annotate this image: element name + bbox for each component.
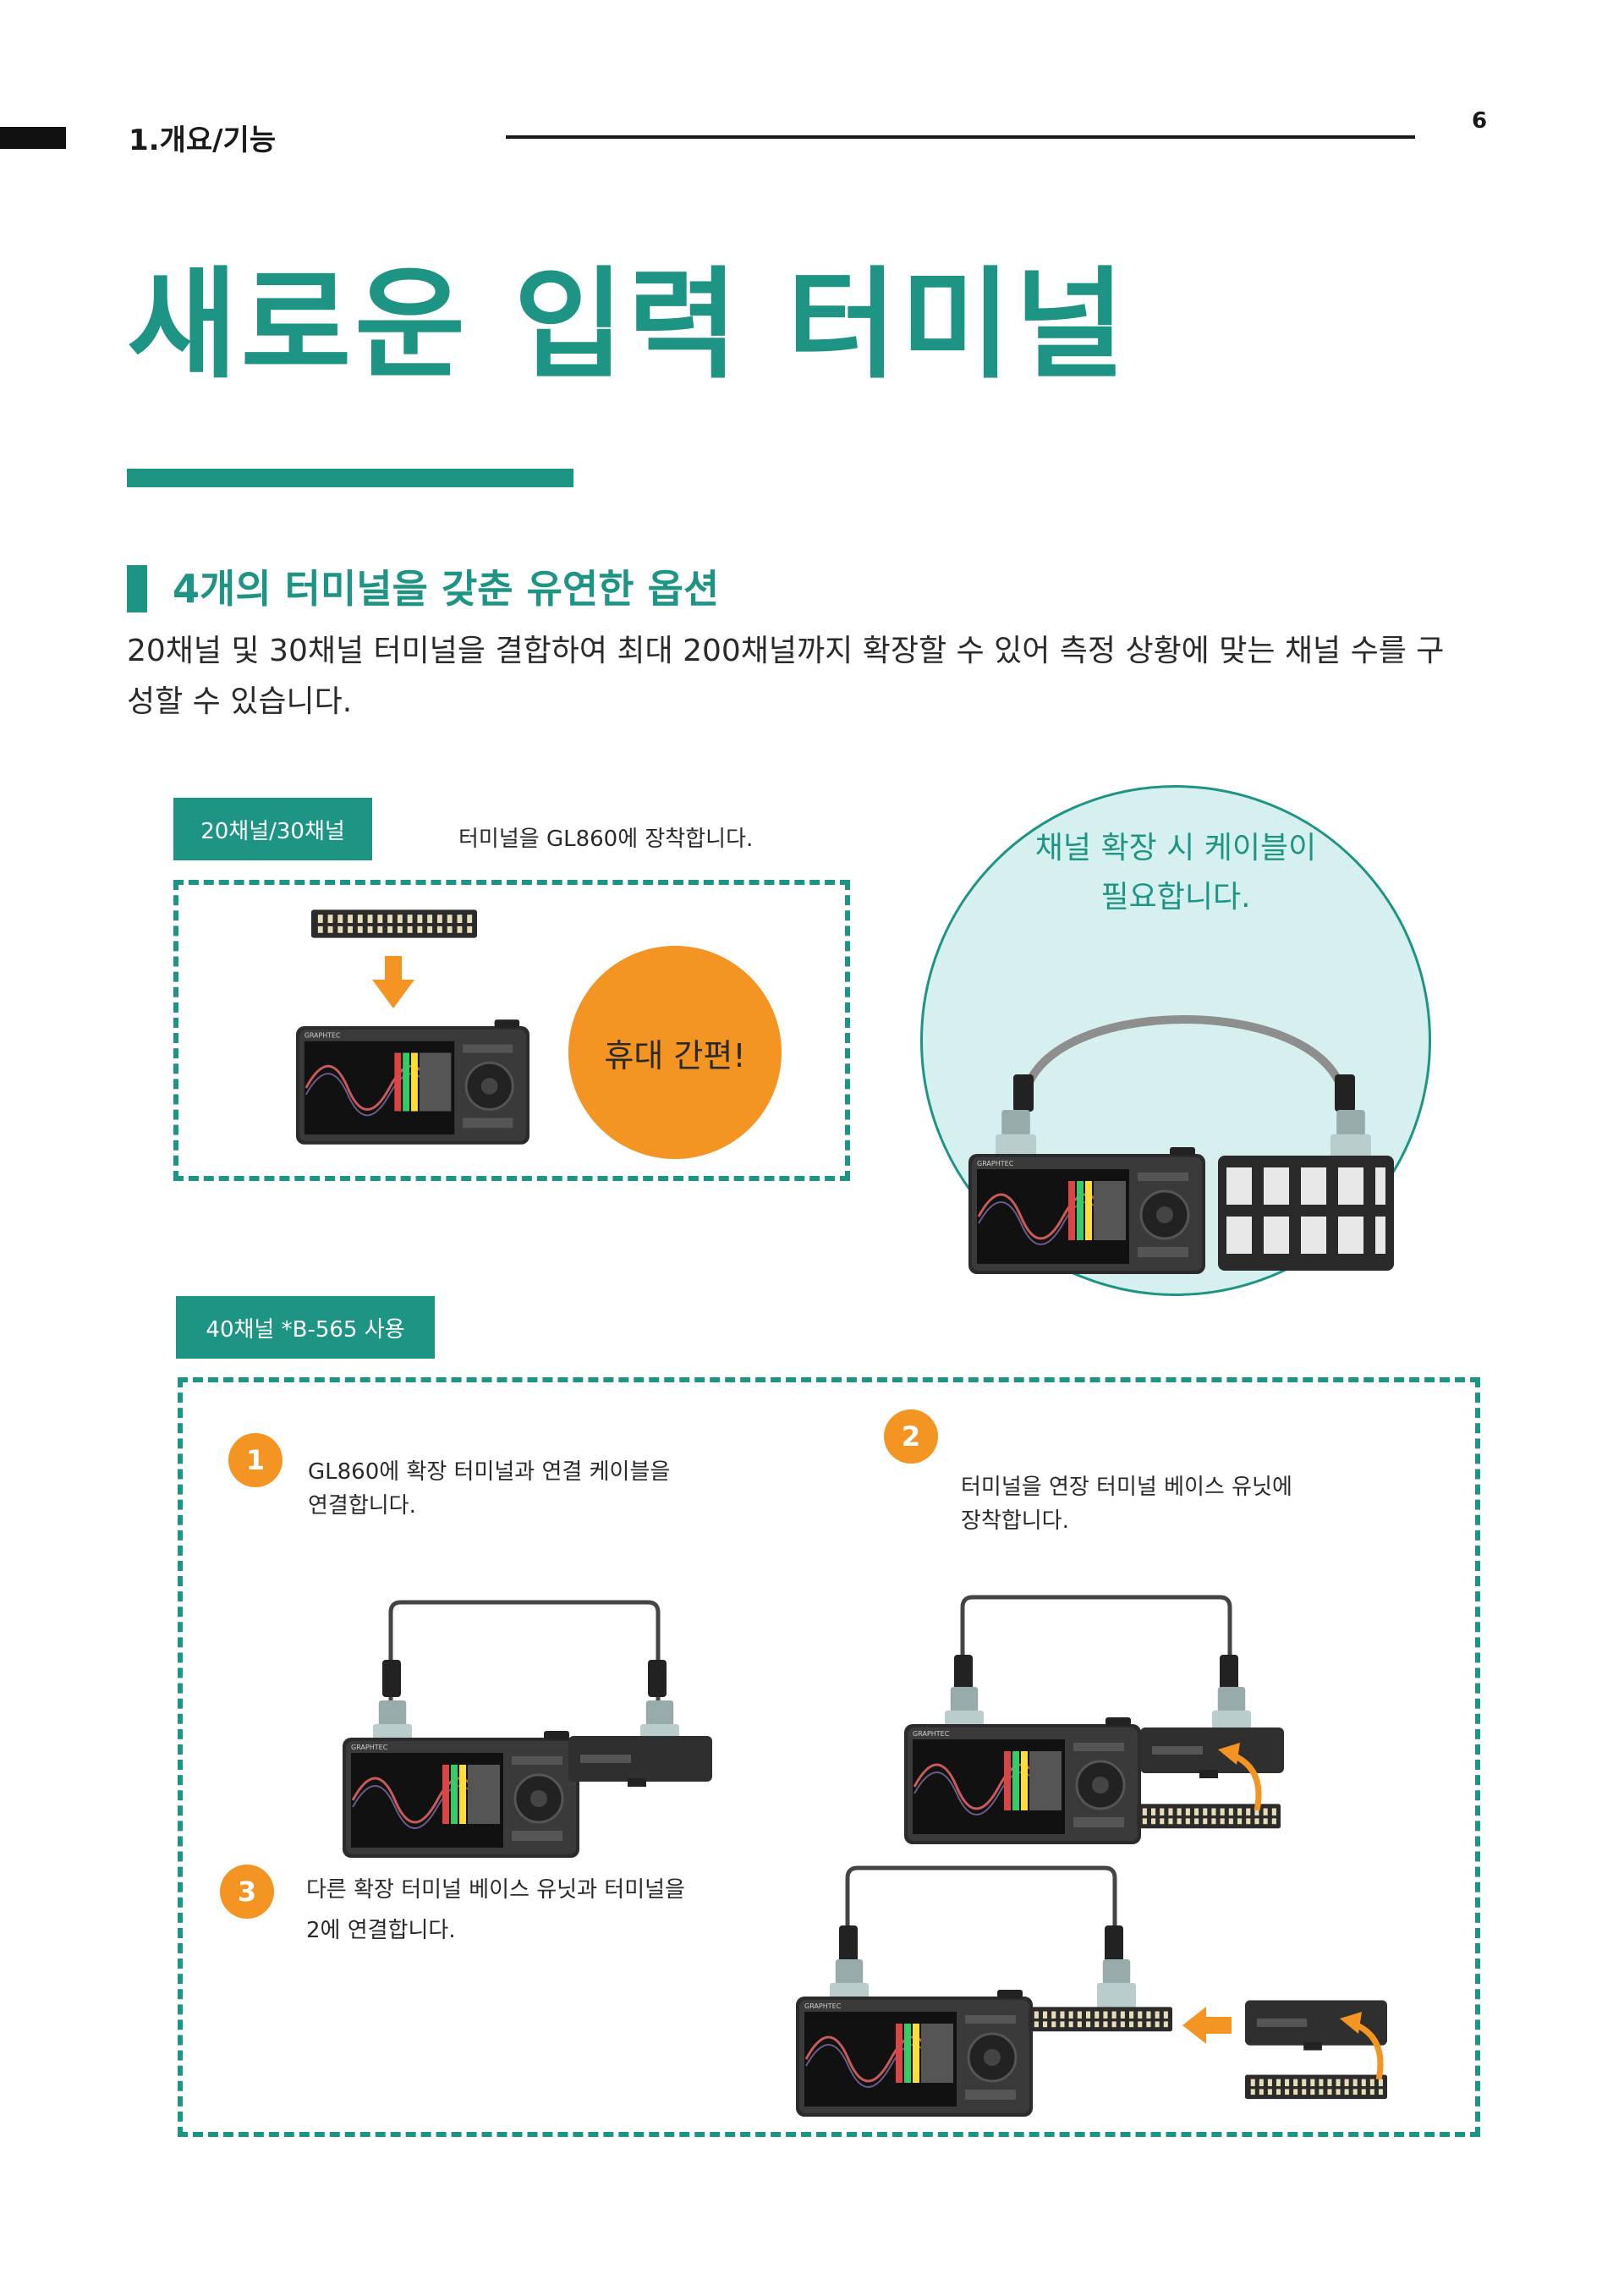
step-2-line2: 장착합니다. bbox=[961, 1508, 1069, 1534]
data-logger-icon bbox=[338, 1731, 584, 1858]
data-logger-icon bbox=[296, 1019, 529, 1145]
terminal-stack-icon bbox=[1218, 1156, 1394, 1271]
cable-icon bbox=[382, 1600, 667, 1706]
data-logger-icon bbox=[964, 1147, 1210, 1274]
arrow-left-icon bbox=[1182, 2007, 1232, 2044]
arrow-down-icon bbox=[372, 956, 414, 1008]
step-3-line1: 다른 확장 터미널 베이스 유닛과 터미널을 bbox=[306, 1877, 685, 1903]
cable-icon bbox=[954, 1595, 1238, 1700]
step-3-line2: 2에 연결합니다. bbox=[306, 1918, 456, 1943]
subsection-description: 20채널 및 30채널 터미널을 결합하여 최대 200채널까지 확장할 수 있… bbox=[127, 634, 1445, 719]
cable-note-text: 채널 확장 시 케이블이 필요합니다. bbox=[920, 824, 1431, 922]
connector-icon bbox=[1330, 1110, 1372, 1161]
data-logger-icon bbox=[900, 1717, 1145, 1844]
terminal-block-bottom bbox=[1226, 1217, 1385, 1254]
terminal-block-top bbox=[1226, 1167, 1385, 1205]
curved-arrow-icon bbox=[1218, 1743, 1262, 1810]
terminal-strip-icon bbox=[311, 904, 477, 942]
step-2-line1: 터미널을 연장 터미널 베이스 유닛에 bbox=[961, 1475, 1292, 1500]
curved-arrow-icon bbox=[1340, 2012, 1384, 2079]
panel-b-tag: 40채널 *B-565 사용 bbox=[176, 1296, 435, 1359]
subsection-marker bbox=[127, 565, 147, 612]
step-1-line2: 연결합니다. bbox=[308, 1493, 416, 1519]
cable-icon bbox=[1013, 1015, 1355, 1112]
step-1-number: 1 bbox=[228, 1433, 283, 1487]
cable-icon bbox=[839, 1865, 1123, 1971]
step-1-line1: GL860에 확장 터미널과 연결 케이블을 bbox=[308, 1459, 671, 1485]
data-logger-icon bbox=[792, 1990, 1037, 2117]
terminal-strip-icon bbox=[1029, 1997, 1172, 2041]
panel-a-caption: 터미널을 GL860에 장착합니다. bbox=[458, 827, 754, 852]
title-underline bbox=[127, 469, 573, 487]
base-unit-icon bbox=[568, 1734, 712, 1788]
step-2-text: 터미널을 연장 터미널 베이스 유닛에 장착합니다. bbox=[961, 1470, 1292, 1538]
portable-badge-label: 휴대 간편! bbox=[604, 1036, 746, 1074]
step-3-number: 3 bbox=[220, 1865, 274, 1919]
cable-note-line2: 필요합니다. bbox=[1100, 880, 1251, 915]
portable-badge: 휴대 간편! bbox=[568, 946, 782, 1159]
header-rule bbox=[506, 135, 1415, 139]
subsection-heading: 4개의 터미널을 갖춘 유연한 옵션 bbox=[173, 566, 720, 612]
header-bar-marker bbox=[0, 127, 66, 149]
step-2-number: 2 bbox=[884, 1409, 938, 1464]
section-label: 1.개요/기능 bbox=[129, 124, 277, 157]
step-1-text: GL860에 확장 터미널과 연결 케이블을 연결합니다. bbox=[308, 1455, 670, 1523]
page-title: 새로운 입력 터미널 bbox=[127, 255, 1128, 395]
panel-a-frame bbox=[173, 880, 850, 1181]
page-number: 6 bbox=[1472, 108, 1488, 134]
step-3-text: 다른 확장 터미널 베이스 유닛과 터미널을 2에 연결합니다. bbox=[306, 1870, 685, 1951]
panel-a-tag: 20채널/30채널 bbox=[173, 798, 372, 860]
panel-b-frame bbox=[178, 1377, 1480, 2137]
cable-note-line1: 채널 확장 시 케이블이 bbox=[1034, 831, 1317, 865]
